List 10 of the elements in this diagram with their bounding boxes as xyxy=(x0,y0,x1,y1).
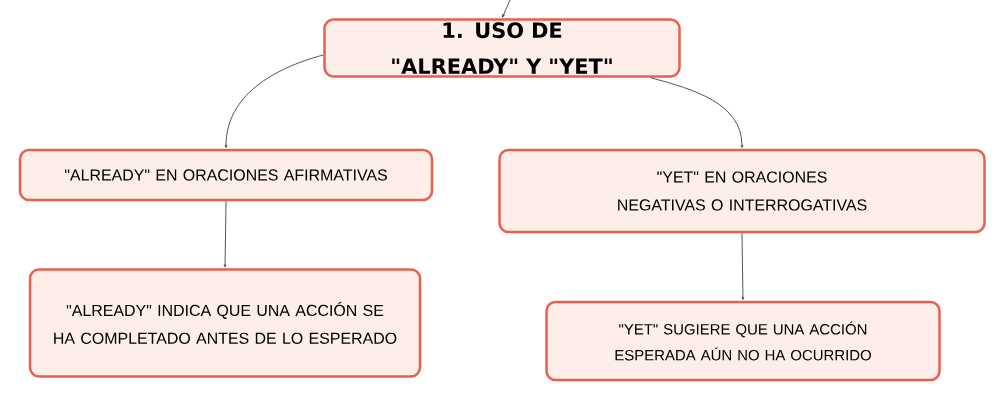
arrow xyxy=(223,200,227,268)
concept-box: "ALREADY" INDICA QUE UNA ACCIÓN SE HA COMPLETADO ANTES DE LO ESPERADO xyxy=(28,268,422,378)
concept-box: "ALREADY" EN ORACIONES AFIRMATIVAS xyxy=(18,148,434,202)
arrow xyxy=(650,77,744,149)
arrow xyxy=(224,54,324,149)
concept-box: "YET" SUGIERE QUE UNA ACCIÓN ESPERADA AÚN NO HA OCURRIDO xyxy=(545,300,941,382)
arrow xyxy=(741,232,745,301)
title-box: 1. USO DE "ALREADY" Y "YET" xyxy=(323,18,681,78)
concept-box: "YET" EN ORACIONES NEGATIVAS O INTERROGATIVAS xyxy=(498,148,986,234)
arrow xyxy=(502,0,511,18)
